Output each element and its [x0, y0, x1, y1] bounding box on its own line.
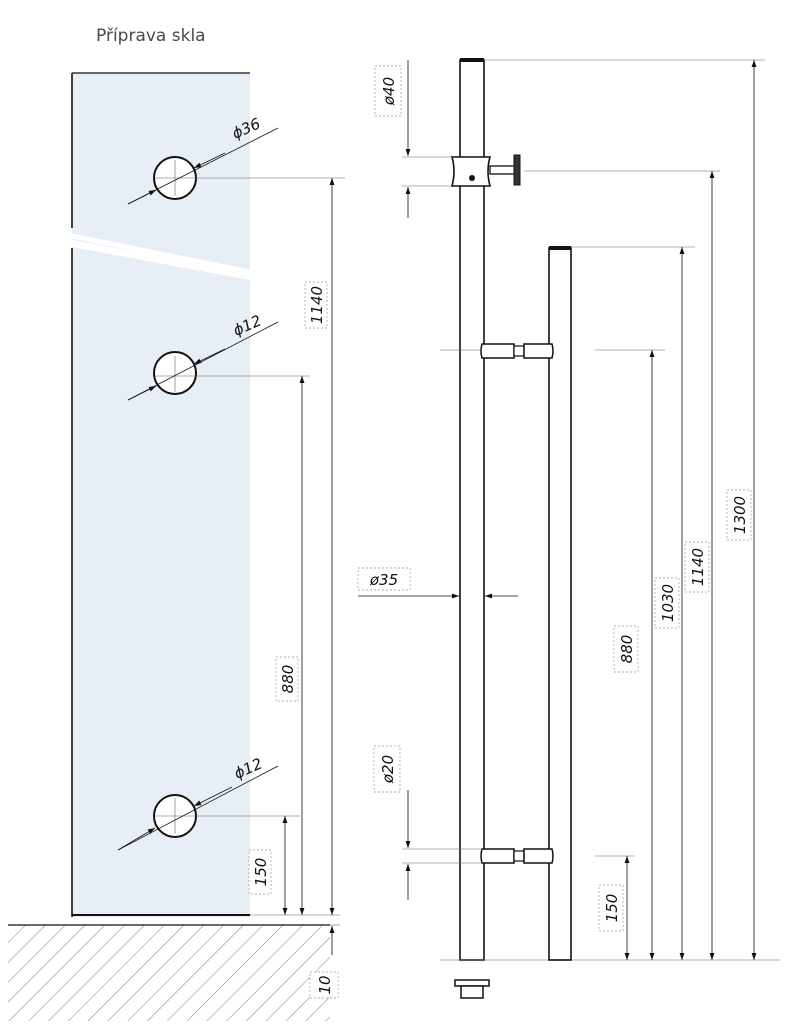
handle-secondary-bar: [548, 246, 695, 961]
dim-880-right: 880: [618, 635, 636, 664]
dim-10-left: 10: [316, 975, 334, 994]
lower-connector: [402, 848, 635, 864]
drawing-title: Příprava skla: [96, 26, 206, 46]
dim-1140-left: 1140: [308, 286, 326, 324]
dim-diameter-40: ø40: [380, 77, 398, 106]
dim-1030-right: 1030: [659, 584, 677, 622]
floor: [8, 924, 330, 1021]
dim-diameter-20: ø20: [379, 755, 397, 784]
upper-connector: [440, 343, 665, 359]
dim-880-left: 880: [279, 665, 297, 694]
hole-top: [127, 127, 345, 205]
handle-main-bar: [440, 58, 780, 961]
dim-150-right: 150: [603, 894, 621, 923]
glass-panel: [71, 72, 251, 917]
hole-middle: [127, 321, 310, 401]
dim-1300-right: 1300: [731, 496, 749, 534]
dim-1140-right: 1140: [689, 548, 707, 586]
top-clamp: [402, 154, 720, 187]
hole-bottom: [117, 765, 300, 851]
right-dimension-lines: [358, 60, 757, 960]
dim-diameter-35: ø35: [369, 571, 398, 589]
bottom-foot: [454, 979, 490, 999]
dim-150-left: 150: [252, 858, 270, 887]
